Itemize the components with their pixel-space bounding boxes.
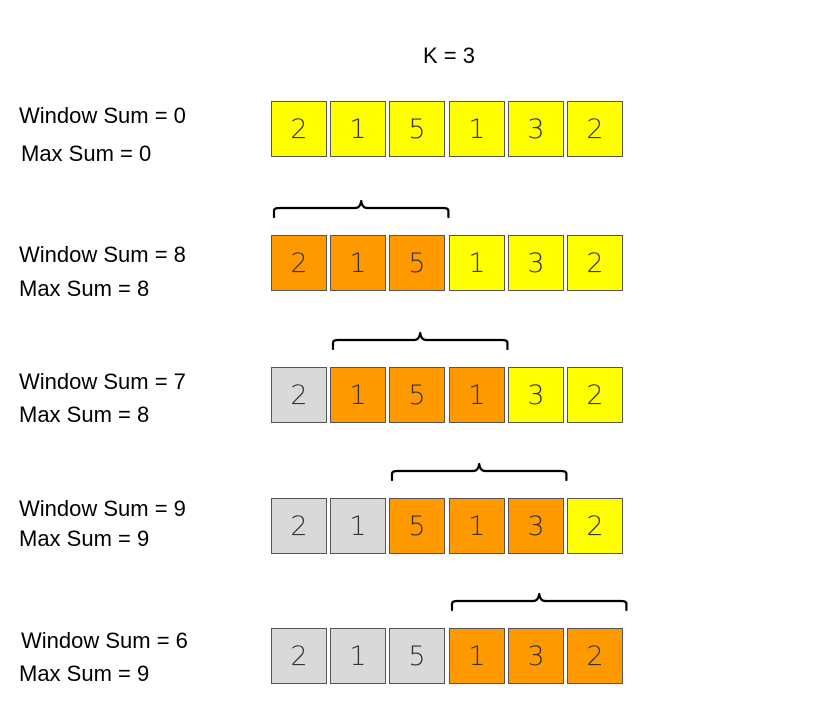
array-cell-unvisited: 1 [449,235,505,291]
array-cell-unvisited: 1 [449,101,505,157]
array-cell-in-window: 1 [449,498,505,554]
array-cell-unvisited: 5 [389,101,445,157]
array-cell-in-window: 3 [508,498,564,554]
array-cell-passed: 2 [271,628,327,684]
array-cell-unvisited: 2 [271,101,327,157]
array-cell-in-window: 5 [389,498,445,554]
array-cell-passed: 2 [271,498,327,554]
array-cell-in-window: 3 [508,628,564,684]
array-cell-unvisited: 3 [508,101,564,157]
array-cell-in-window: 5 [389,235,445,291]
k-label: K = 3 [423,43,475,68]
array-cell-passed: 5 [389,628,445,684]
window-brace [450,592,628,612]
array-cell-passed: 1 [330,628,386,684]
max-sum-label: Max Sum = 8 [19,276,150,301]
array-cell-in-window: 1 [330,235,386,291]
window-brace [391,462,568,482]
array-cell-in-window: 1 [330,367,386,423]
window-brace [332,331,509,351]
array-cell-unvisited: 2 [567,101,623,157]
array-cell-unvisited: 3 [508,367,564,423]
array-cell-unvisited: 1 [330,101,386,157]
array-cell-unvisited: 2 [567,498,623,554]
array-cell-unvisited: 2 [567,235,623,291]
max-sum-label: Max Sum = 8 [19,402,150,427]
array-cell-in-window: 1 [449,628,505,684]
array-cell-in-window: 2 [271,235,327,291]
window-sum-label: Window Sum = 8 [19,242,186,267]
array-cell-passed: 1 [330,498,386,554]
window-sum-label: Window Sum = 0 [19,103,186,128]
array-cell-in-window: 5 [389,367,445,423]
max-sum-label: Max Sum = 9 [19,661,150,686]
max-sum-label: Max Sum = 0 [21,141,152,166]
max-sum-label: Max Sum = 9 [19,526,150,551]
array-cell-in-window: 1 [449,367,505,423]
array-cell-unvisited: 2 [567,367,623,423]
array-cell-in-window: 2 [567,628,623,684]
window-brace [272,199,450,219]
array-cell-passed: 2 [271,367,327,423]
window-sum-label: Window Sum = 6 [21,628,188,653]
window-sum-label: Window Sum = 7 [19,369,186,394]
array-cell-unvisited: 3 [508,235,564,291]
window-sum-label: Window Sum = 9 [19,496,186,521]
